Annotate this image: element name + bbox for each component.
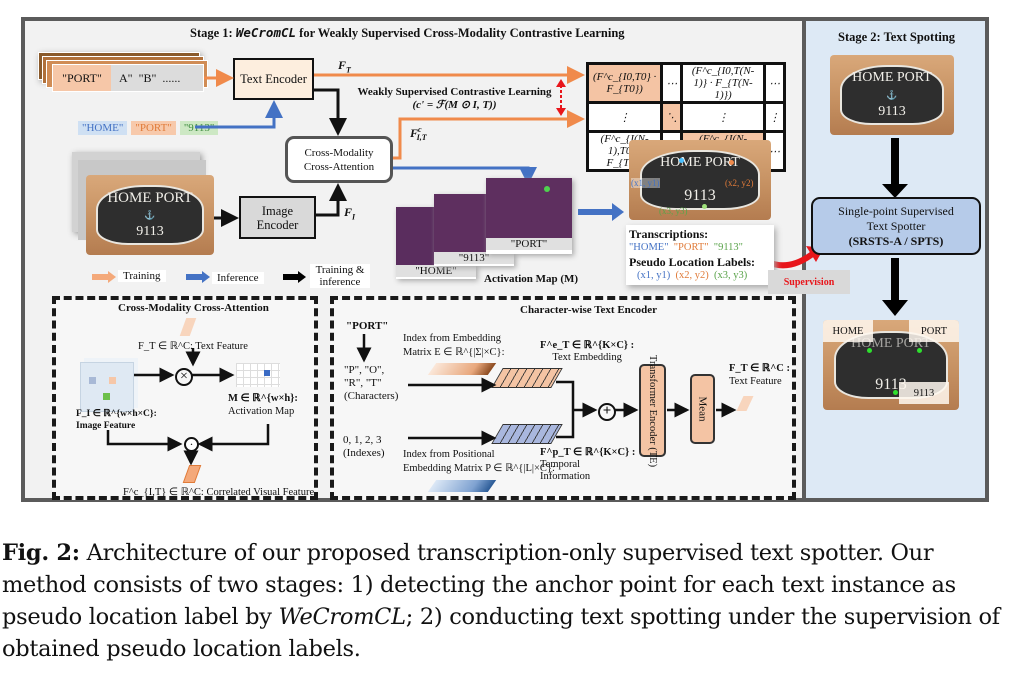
cte-positional-index: Index from Positional Embedding Matrix P… bbox=[403, 449, 555, 474]
label-ft: FT bbox=[338, 58, 351, 75]
cte-indexes: 0, 1, 2, 3 (Indexes) bbox=[343, 434, 385, 459]
cma-correlated-feature: F^c_{I,T} ∈ ℝ^C: Correlated Visual Featu… bbox=[123, 487, 315, 498]
matrix-cell: (F^c_{I0,T(N-1)} · F_{T(N-1)}) bbox=[680, 62, 766, 104]
stage2-title: Stage 2: Text Spotting bbox=[838, 30, 956, 44]
matrix-cell: ⋯ bbox=[660, 62, 684, 104]
wscl-label: Weakly Supervised Contrastive Learning (… bbox=[357, 86, 552, 111]
legend-training: Training bbox=[118, 270, 166, 282]
point-label-3: (x3, y3) bbox=[659, 206, 688, 216]
chip-port: "PORT" bbox=[131, 121, 176, 135]
cma-image-feature: F_I ∈ ℝ^{w×h×C}: Image Feature bbox=[76, 409, 157, 431]
pseudo-label-result: Transcriptions: "HOME" "PORT" "9113" Pse… bbox=[626, 225, 774, 285]
cte-embedding-index: Index from Embedding Matrix E ∈ ℝ^{|Σ|×C… bbox=[403, 333, 505, 358]
figure-caption: Fig. 2: Architecture of our proposed tra… bbox=[2, 540, 1000, 662]
point-label-1: (x1, y1) bbox=[631, 178, 660, 188]
cte-characters: "P", "O", "R", "T" (Characters) bbox=[344, 364, 399, 402]
cross-attention-box: Cross-Modality Cross-Attention bbox=[285, 136, 393, 183]
stage1-title: Stage 1: WeCromCL for Weakly Supervised … bbox=[190, 25, 625, 40]
chip-home: "HOME" bbox=[78, 121, 128, 135]
spotted-point-3 bbox=[893, 390, 898, 395]
spotted-point-2 bbox=[917, 348, 922, 353]
cte-word: "PORT" bbox=[346, 320, 389, 332]
cma-activation-map: M ∈ ℝ^{w×h}: Activation Map bbox=[228, 393, 298, 417]
matrix-row: (F^c_{I0,T0} · F_{T0}) ⋯ (F^c_{I0,T(N-1)… bbox=[585, 62, 787, 104]
transformer-encoder-box: Transformer Encoder (TE) bbox=[639, 354, 666, 467]
multiply-icon: × bbox=[175, 368, 193, 386]
label-fit: FcI,T bbox=[410, 125, 427, 143]
cte-text-embedding: F^e_T ∈ ℝ^{K×C} : Text Embedding bbox=[540, 340, 635, 363]
image-encoder-box: Image Encoder bbox=[239, 196, 316, 239]
cte-temporal: F^p_T ∈ ℝ^{K×C} : Temporal Information bbox=[540, 447, 636, 482]
point-marker-3 bbox=[702, 204, 707, 209]
activation-map-port: "PORT" bbox=[486, 178, 572, 254]
input-sign-image: HOME PORT⚓9113 bbox=[86, 175, 214, 255]
matrix-cell: (F^c_{I0,T0} · F_{T0}) bbox=[585, 62, 664, 104]
text-spotter-box: Single-point Supervised Text Spotter (SR… bbox=[811, 197, 981, 255]
matrix-cell: ⋮ bbox=[585, 101, 664, 133]
legend-training-inference: Training & inference bbox=[310, 264, 370, 288]
matrix-cell: ⋱ bbox=[660, 101, 684, 133]
arrow-chips-to-text-encoder bbox=[195, 100, 283, 129]
spotted-label-port: PORT bbox=[909, 320, 959, 342]
stage2-input-image: HOME PORT⚓9113 bbox=[830, 55, 954, 135]
arrow-imgenc-to-cma bbox=[316, 183, 347, 217]
activation-caption: Activation Map (M) bbox=[484, 273, 579, 285]
cte-output-feature: F_T ∈ ℝ^C : Text Feature bbox=[729, 363, 790, 387]
cma-text-feature: F_T ∈ ℝ^C: Text Feature bbox=[138, 341, 248, 352]
point-marker-2 bbox=[729, 160, 734, 165]
image-feature-cube-icon bbox=[80, 362, 134, 412]
arrow-text-to-cma bbox=[314, 88, 347, 136]
cte-panel-title: Character-wise Text Encoder bbox=[520, 304, 658, 316]
cte-detail-panel bbox=[330, 296, 796, 500]
mean-box: Mean bbox=[690, 374, 715, 444]
supervision-label: Supervision bbox=[768, 270, 850, 294]
matrix-cell: ⋯ bbox=[762, 62, 787, 104]
spotted-label-home: HOME bbox=[823, 320, 873, 342]
spotted-label-9113: 9113 bbox=[899, 382, 949, 404]
arrow-fit-to-matrix bbox=[393, 110, 585, 160]
cma-panel-title: Cross-Modality Cross-Attention bbox=[118, 302, 269, 314]
activation-map-grid-icon bbox=[236, 363, 280, 387]
spotted-point-1 bbox=[867, 348, 872, 353]
matrix-cell: ⋮ bbox=[680, 101, 766, 133]
point-label-2: (x2, y2) bbox=[725, 178, 754, 188]
text-item-port: "PORT" bbox=[53, 65, 111, 91]
label-fi: FI bbox=[344, 205, 356, 222]
legend-inference: Inference bbox=[212, 272, 264, 284]
point-marker-1 bbox=[679, 158, 684, 163]
text-item-others: A" "B" ...... bbox=[119, 70, 181, 85]
arrow-cma-to-activation bbox=[393, 166, 537, 185]
arrow-activation-to-result-head bbox=[612, 203, 624, 221]
matrix-cell: ⋮ bbox=[762, 101, 787, 133]
matrix-row: ⋮ ⋱ ⋮ ⋮ bbox=[585, 101, 787, 133]
add-icon: + bbox=[598, 403, 616, 421]
text-encoder-box: Text Encoder bbox=[233, 58, 314, 100]
